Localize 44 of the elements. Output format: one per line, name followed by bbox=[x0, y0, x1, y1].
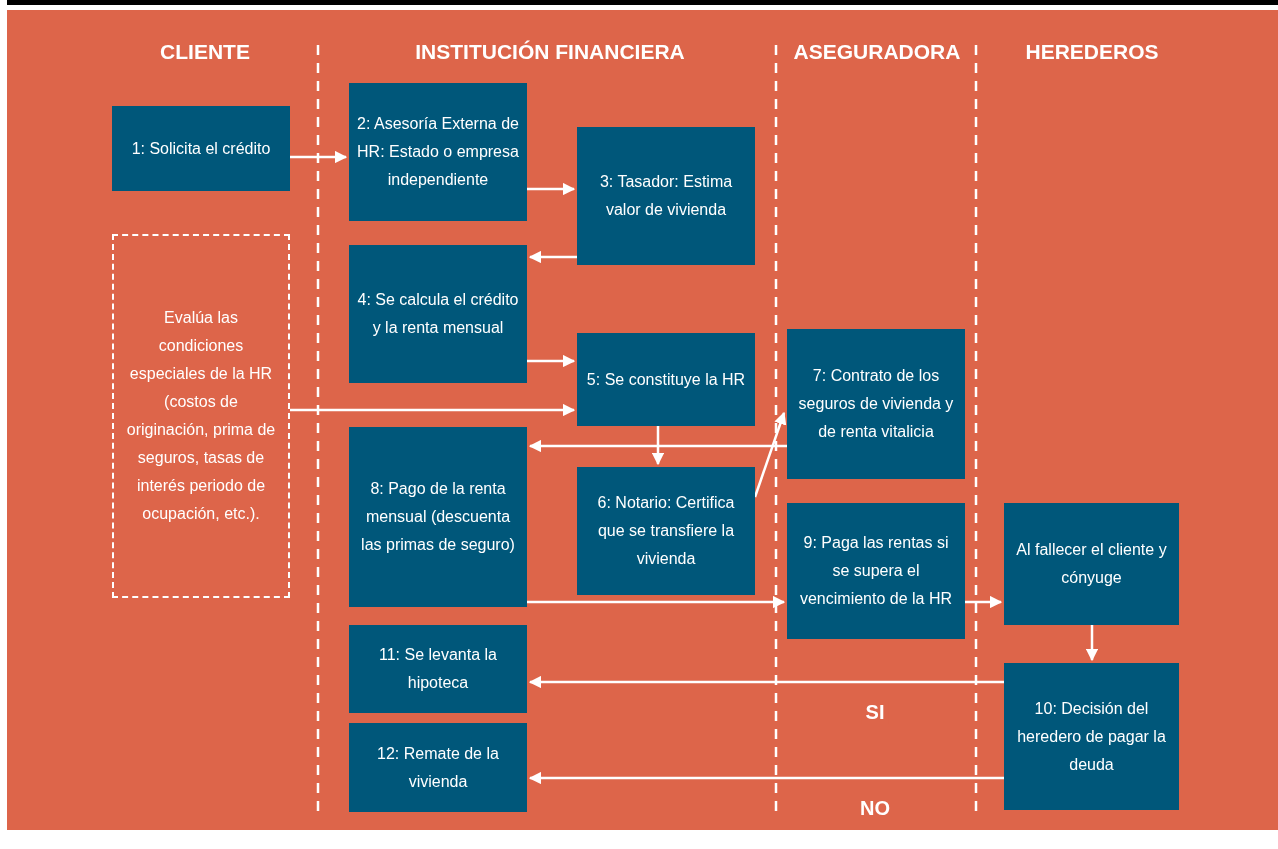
process-box bbox=[349, 245, 527, 383]
lane-heading: HEREDEROS bbox=[1025, 39, 1159, 65]
note-box bbox=[112, 234, 290, 598]
process-box bbox=[1004, 503, 1179, 625]
arrow bbox=[651, 426, 665, 466]
box-text: 2: Asesoría Externa de HR: Estado o empresa independiente bbox=[357, 114, 519, 190]
box-text: 6: Notario: Certifica que se transfiere la vivienda bbox=[596, 493, 736, 569]
box-text: 11: Se levanta la hipoteca bbox=[378, 645, 498, 693]
box-text: 3: Tasador: Estima valor de vivienda bbox=[598, 172, 734, 220]
box-text: 8: Pago de la renta mensual (descuenta las primas de seguro) bbox=[360, 479, 516, 555]
arrow bbox=[290, 150, 348, 164]
lane-heading: ASEGURADORA bbox=[793, 39, 961, 65]
box-text: 9: Paga las rentas si se supera el vencimiento de la HR bbox=[798, 533, 954, 609]
process-box bbox=[349, 625, 527, 713]
arrow bbox=[527, 354, 576, 368]
process-box bbox=[577, 333, 755, 426]
arrow bbox=[527, 182, 576, 196]
arrow bbox=[528, 250, 577, 264]
box-text: 10: Decisión del heredero de pagar la deuda bbox=[1016, 698, 1167, 775]
box-text: Al fallecer el cliente y cónyuge bbox=[1015, 540, 1168, 588]
process-box bbox=[787, 329, 965, 479]
arrow bbox=[1085, 625, 1099, 662]
arrow bbox=[527, 595, 786, 609]
box-text: 12: Remate de la vivienda bbox=[376, 743, 500, 792]
arrow bbox=[965, 595, 1003, 609]
box-text: Evalúa las condiciones especiales de la HR (costos de originación, prima de seguros, tasas de interés periodo de ocupación, etc.). bbox=[126, 308, 276, 524]
arrow bbox=[290, 403, 576, 417]
lane-heading: CLIENTE bbox=[160, 39, 250, 65]
arrow bbox=[528, 675, 1004, 689]
process-box bbox=[349, 723, 527, 812]
lane-heading: INSTITUCIÓN FINANCIERA bbox=[415, 39, 685, 65]
process-box bbox=[577, 467, 755, 595]
box-text: 4: Se calcula el crédito y la renta mensual bbox=[357, 290, 519, 338]
process-box bbox=[787, 503, 965, 639]
box-text: 5: Se constituye la HR bbox=[586, 369, 746, 390]
arrow bbox=[528, 439, 787, 453]
arrow bbox=[528, 771, 1004, 785]
box-text: 7: Contrato de los seguros de vivienda y de renta vitalicia bbox=[797, 366, 955, 442]
process-box bbox=[112, 106, 290, 191]
process-box bbox=[349, 427, 527, 607]
box-text: 1: Solicita el crédito bbox=[131, 138, 271, 159]
process-box bbox=[1004, 663, 1179, 810]
process-box bbox=[577, 127, 755, 265]
process-box bbox=[349, 83, 527, 221]
